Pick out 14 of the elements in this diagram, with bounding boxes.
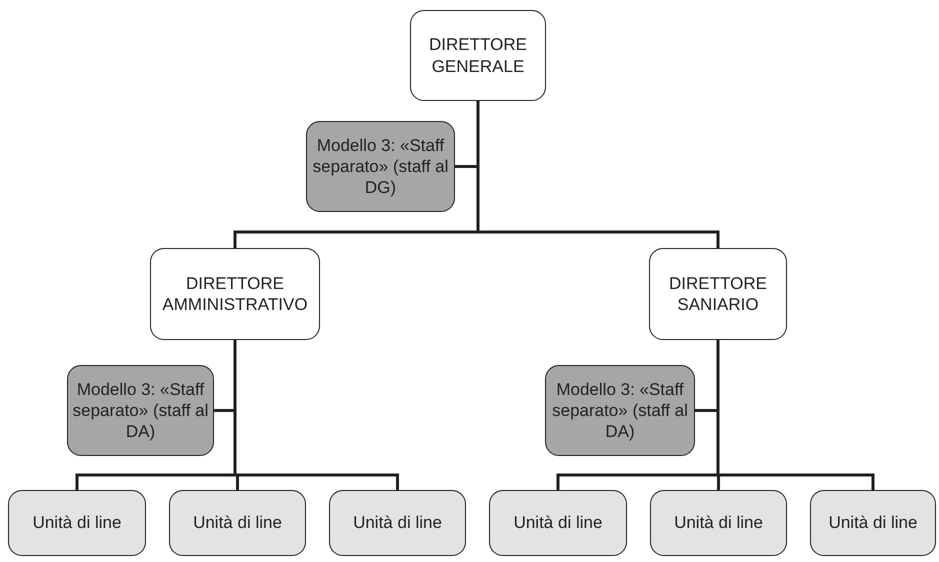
staff-box: Modello 3: «Staff separato» (staff al DA) <box>545 365 695 456</box>
staff-box: Modello 3: «Staff separato» (staff al DG) <box>306 121 455 212</box>
unit-box: Unità di line <box>329 490 466 556</box>
director-box: DIRETTORE AMMINISTRATIVO <box>150 248 320 340</box>
unit-box: Unità di line <box>169 490 306 556</box>
director-box: DIRETTORE GENERALE <box>410 10 546 101</box>
unit-box: Unità di line <box>650 490 787 556</box>
staff-box: Modello 3: «Staff separato» (staff al DA) <box>67 365 214 456</box>
connector-line <box>476 101 720 248</box>
director-box: DIRETTORE SANIARIO <box>649 248 787 340</box>
connector-line <box>716 340 874 490</box>
unit-box: Unità di line <box>810 490 936 556</box>
unit-box: Unità di line <box>489 490 627 556</box>
unit-box: Unità di line <box>8 490 146 556</box>
